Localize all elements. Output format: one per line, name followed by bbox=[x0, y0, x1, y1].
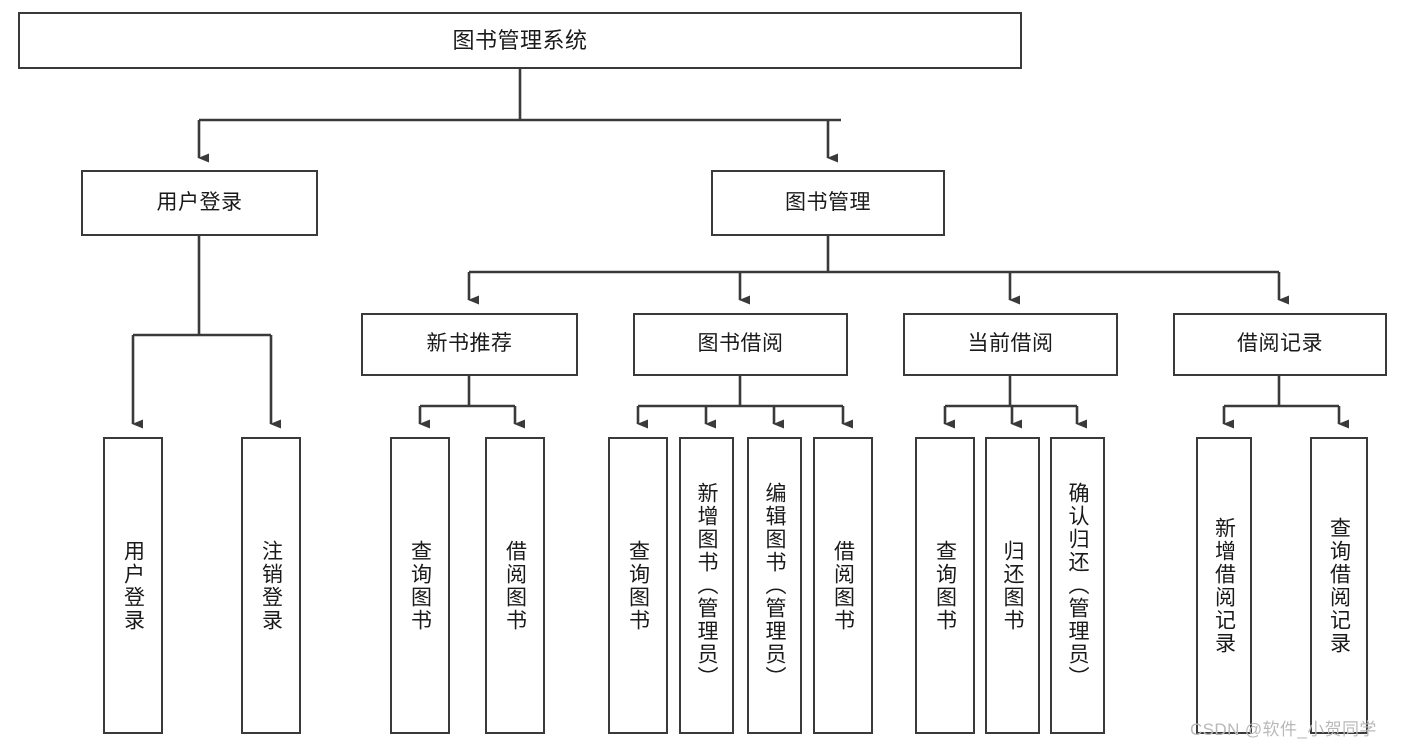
node-book-borrow[interactable]: 图书借阅 bbox=[633, 313, 848, 376]
node-label: 归还图书 bbox=[1001, 539, 1024, 632]
node-label: 图书管理 bbox=[785, 190, 871, 214]
node-label: 查询借阅记录 bbox=[1327, 516, 1351, 655]
node-label: 查询图书 bbox=[626, 539, 650, 632]
node-current-borrow[interactable]: 当前借阅 bbox=[903, 313, 1118, 376]
leaf-return-book[interactable]: 归还图书 bbox=[985, 437, 1040, 734]
node-label: 当前借阅 bbox=[967, 332, 1054, 356]
leaf-logout[interactable]: 注销登录 bbox=[241, 437, 301, 734]
csdn-watermark: CSDN @软件_小贺同学 bbox=[1190, 720, 1377, 739]
node-label: 用户登录 bbox=[121, 539, 145, 632]
leaf-edit-book-admin[interactable]: 编辑图书（管理员） bbox=[747, 437, 802, 734]
node-label: 借阅图书 bbox=[831, 539, 855, 632]
node-label: 查询图书 bbox=[408, 539, 432, 632]
leaf-query-book-current[interactable]: 查询图书 bbox=[915, 437, 975, 734]
node-root-system[interactable]: 图书管理系统 bbox=[18, 12, 1022, 69]
node-label: 确认归还（管理员） bbox=[1066, 482, 1089, 689]
leaf-add-borrow-record[interactable]: 新增借阅记录 bbox=[1196, 437, 1252, 734]
leaf-confirm-return-admin[interactable]: 确认归还（管理员） bbox=[1050, 437, 1105, 734]
node-borrow-records[interactable]: 借阅记录 bbox=[1173, 313, 1387, 376]
leaf-query-borrow-record[interactable]: 查询借阅记录 bbox=[1310, 437, 1368, 734]
leaf-query-book-recommend[interactable]: 查询图书 bbox=[390, 437, 450, 734]
node-label: 编辑图书（管理员） bbox=[763, 482, 786, 689]
node-label: 新增借阅记录 bbox=[1212, 516, 1236, 655]
node-user-login[interactable]: 用户登录 bbox=[81, 170, 318, 236]
leaf-user-login[interactable]: 用户登录 bbox=[103, 437, 163, 734]
leaf-borrow-book-recommend[interactable]: 借阅图书 bbox=[485, 437, 545, 734]
node-label: 查询图书 bbox=[933, 539, 957, 632]
node-label: 用户登录 bbox=[156, 190, 243, 214]
node-label: 新书推荐 bbox=[426, 332, 513, 356]
leaf-add-book-admin[interactable]: 新增图书（管理员） bbox=[679, 437, 734, 734]
node-book-management[interactable]: 图书管理 bbox=[711, 170, 945, 236]
node-label: 注销登录 bbox=[259, 539, 283, 632]
leaf-query-book-borrow[interactable]: 查询图书 bbox=[608, 437, 668, 734]
leaf-borrow-book[interactable]: 借阅图书 bbox=[813, 437, 873, 734]
node-new-book-recommend[interactable]: 新书推荐 bbox=[361, 313, 578, 376]
node-label: 图书管理系统 bbox=[452, 27, 588, 53]
node-label: 新增图书（管理员） bbox=[695, 482, 718, 689]
node-label: 借阅图书 bbox=[503, 539, 527, 632]
node-label: 图书借阅 bbox=[697, 332, 784, 356]
node-label: 借阅记录 bbox=[1237, 332, 1323, 356]
